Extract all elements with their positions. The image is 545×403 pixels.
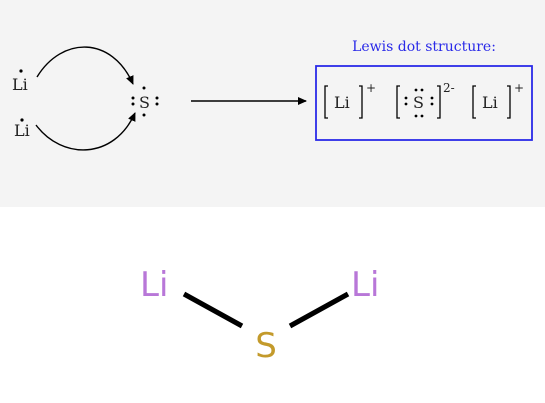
product-s-label: S — [413, 93, 424, 112]
reactant-s: S — [131, 86, 159, 117]
reactant-li-top: Li — [12, 69, 28, 94]
product-s-charge: 2- — [443, 81, 455, 95]
reactant-li-bottom-label: Li — [14, 121, 30, 140]
product-s: S 2- — [396, 81, 455, 119]
electron-arrow-bottom — [35, 112, 136, 151]
bond-left — [182, 291, 244, 329]
product-li-2-label: Li — [482, 93, 498, 112]
structure-s: S — [255, 326, 277, 366]
product-li-2: Li + — [472, 81, 524, 119]
bond-right — [288, 291, 350, 329]
reactant-li-top-label: Li — [12, 75, 28, 94]
product-li-1: Li + — [324, 81, 376, 119]
lewis-title: Lewis dot structure: — [352, 39, 496, 55]
product-li-2-charge: + — [514, 81, 524, 95]
reaction-panel — [0, 0, 545, 207]
product-li-1-charge: + — [366, 81, 376, 95]
electron-arrow-top — [36, 46, 134, 85]
structure-li-right: Li — [351, 265, 379, 305]
structure-li-left: Li — [140, 265, 168, 305]
reactant-s-label: S — [139, 93, 150, 112]
structure-panel — [0, 207, 545, 403]
lewis-box — [315, 65, 533, 141]
product-li-1-label: Li — [334, 93, 350, 112]
reactant-li-bottom: Li — [14, 118, 30, 140]
